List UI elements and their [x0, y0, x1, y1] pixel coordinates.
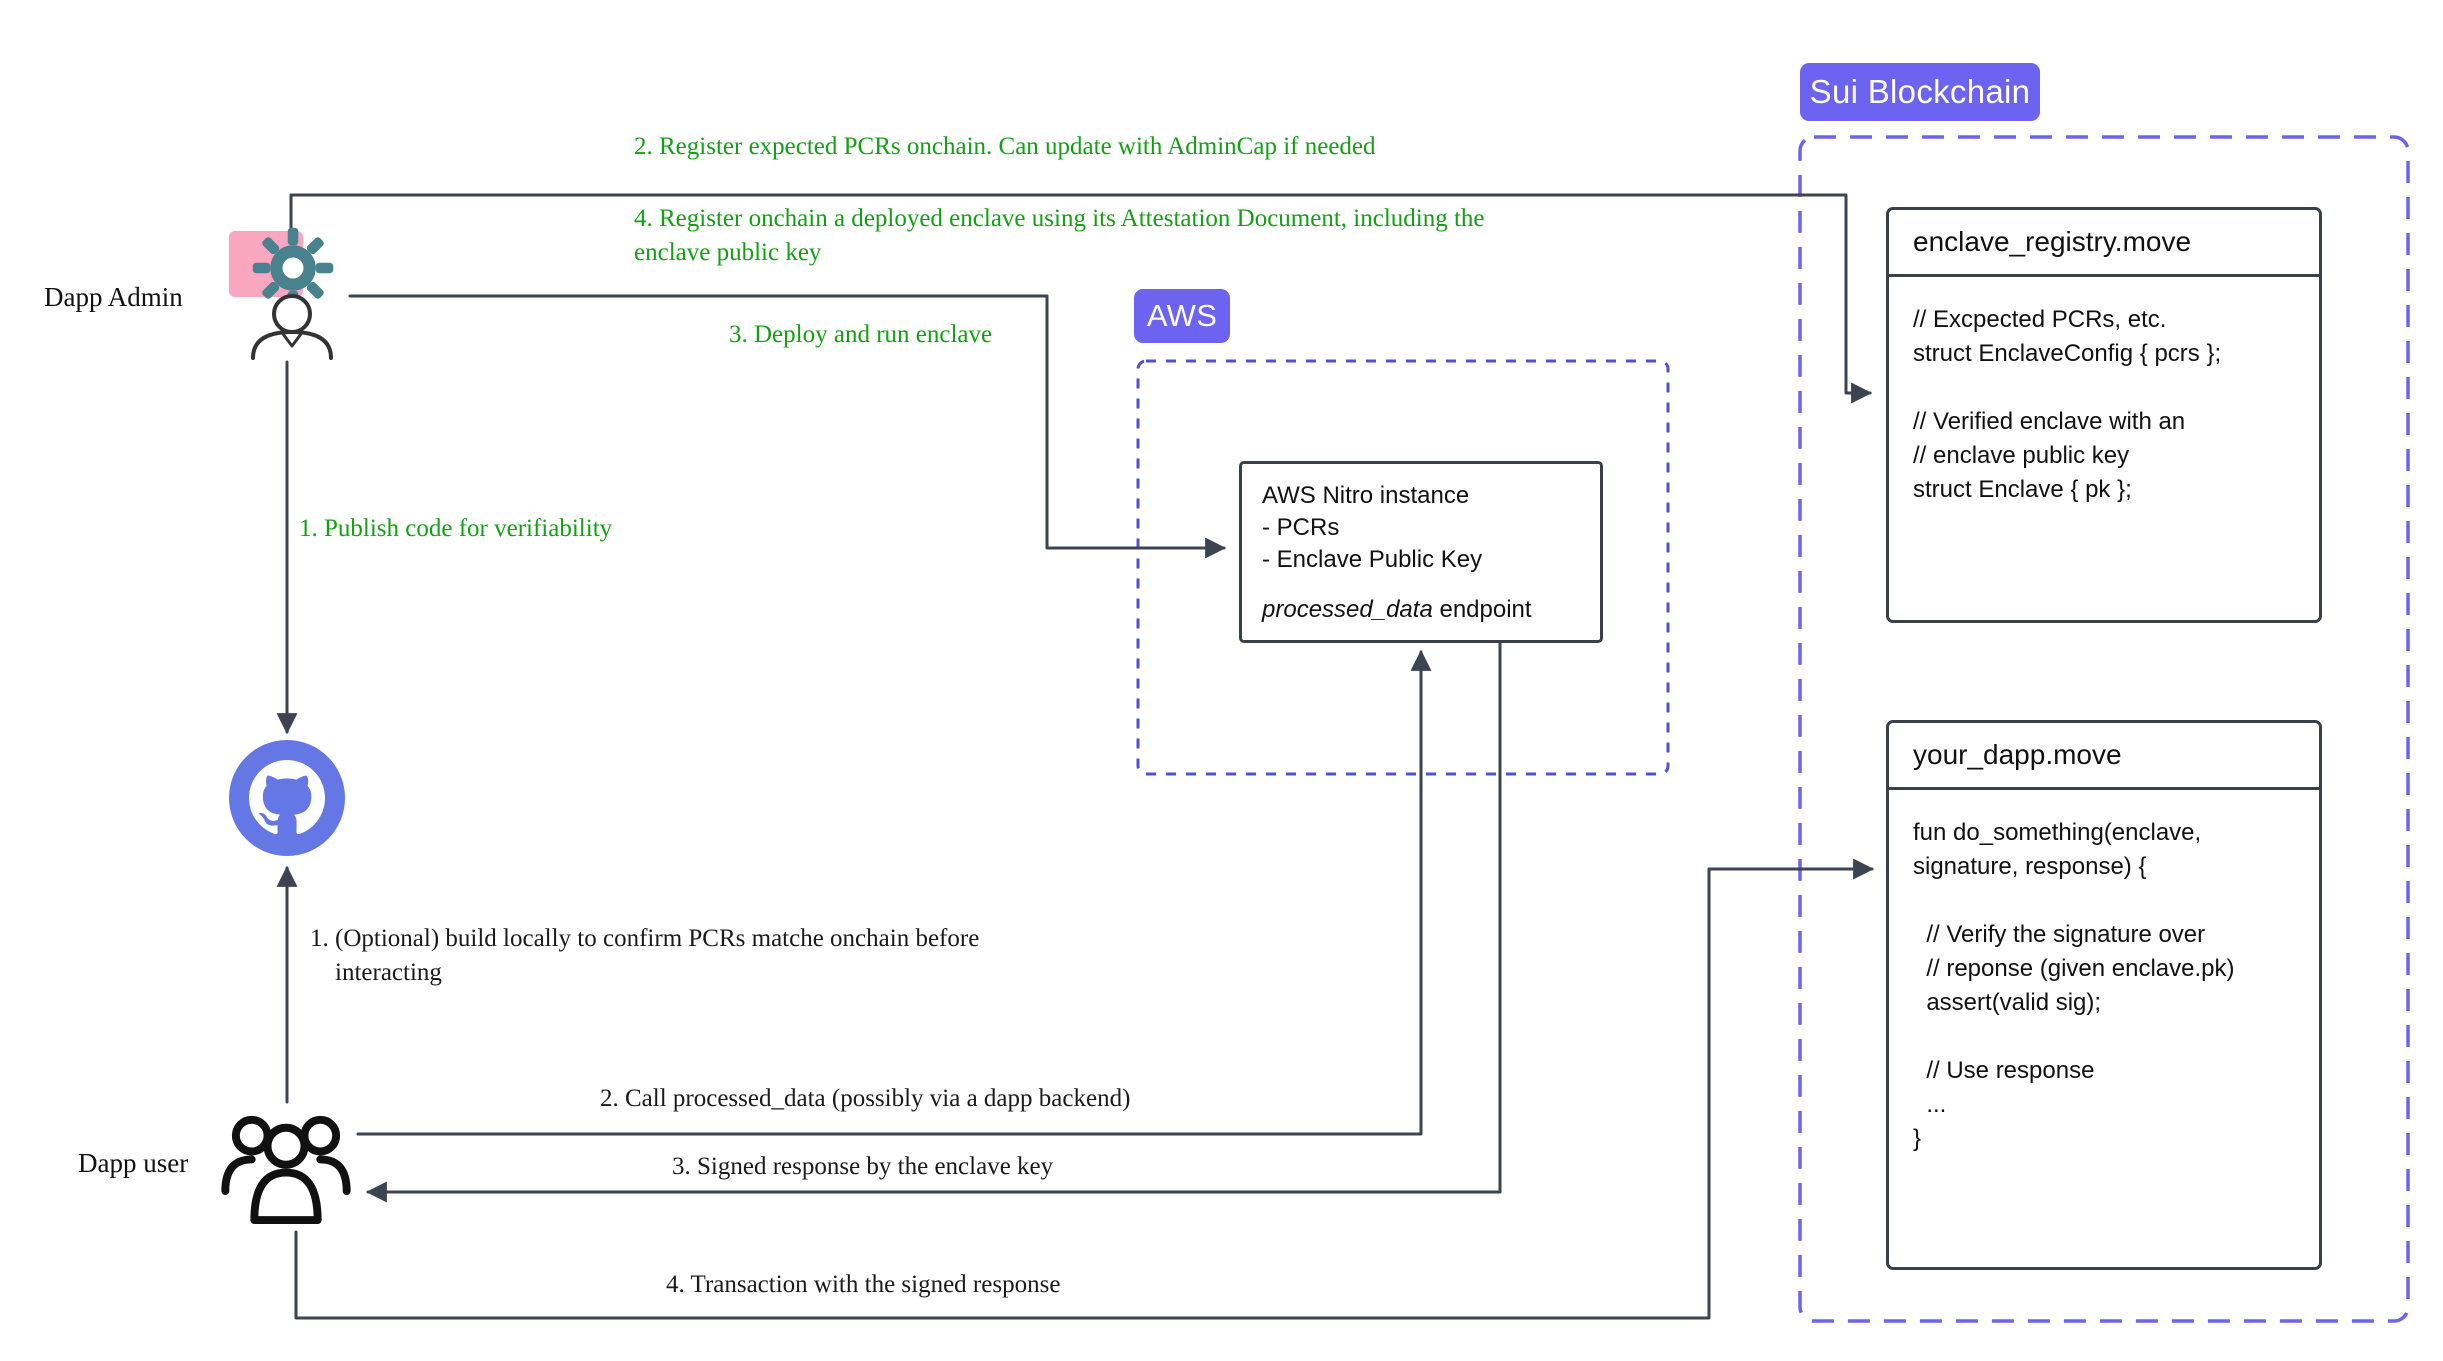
annotation-signed-response: 3. Signed response by the enclave key — [672, 1153, 1054, 1180]
admin-person-icon — [251, 294, 333, 360]
enclave-registry-code: // Excpected PCRs, etc. struct EnclaveCo… — [1913, 306, 2222, 503]
processed-data-label: processed_data — [1262, 596, 1433, 623]
sui-blockchain-badge: Sui Blockchain — [1800, 63, 2040, 121]
aws-nitro-box: AWS Nitro instance - PCRs - Enclave Publ… — [1239, 461, 1603, 643]
your-dapp-code: fun do_something(enclave, signature, res… — [1913, 819, 2235, 1152]
annotation-register-enclave: 4. Register onchain a deployed enclave u… — [634, 205, 1485, 266]
aws-badge: AWS — [1134, 289, 1230, 343]
annotation-call-endpoint: 2. Call processed_data (possibly via a d… — [600, 1085, 1131, 1112]
github-octocat-glyph — [249, 760, 325, 835]
aws-nitro-lines: AWS Nitro instance - PCRs - Enclave Publ… — [1262, 482, 1483, 573]
annotation-build-locally: 1. (Optional) build locally to confirm P… — [310, 925, 980, 986]
your-dapp-box: your_dapp.move fun do_something(enclave,… — [1886, 720, 2322, 1270]
enclave-registry-title: enclave_registry.move — [1889, 210, 2319, 277]
enclave-registry-box: enclave_registry.move // Excpected PCRs,… — [1886, 207, 2322, 623]
annotation-deploy: 3. Deploy and run enclave — [729, 321, 993, 348]
annotation-transaction: 4. Transaction with the signed response — [666, 1271, 1061, 1298]
annotation-publish: 1. Publish code for verifiability — [299, 515, 613, 542]
annotation-register-pcrs: 2. Register expected PCRs onchain. Can u… — [634, 133, 1376, 160]
aws-nitro-endpoint: processed_data endpoint — [1262, 594, 1580, 626]
dapp-user-label: Dapp user — [78, 1148, 189, 1178]
endpoint-suffix: endpoint — [1432, 596, 1532, 623]
arrow-call-processed-data — [356, 649, 1432, 1136]
your-dapp-title: your_dapp.move — [1889, 723, 2319, 790]
dapp-admin-label: Dapp Admin — [44, 282, 183, 312]
users-group-icon — [221, 1115, 351, 1225]
github-icon — [229, 740, 345, 856]
